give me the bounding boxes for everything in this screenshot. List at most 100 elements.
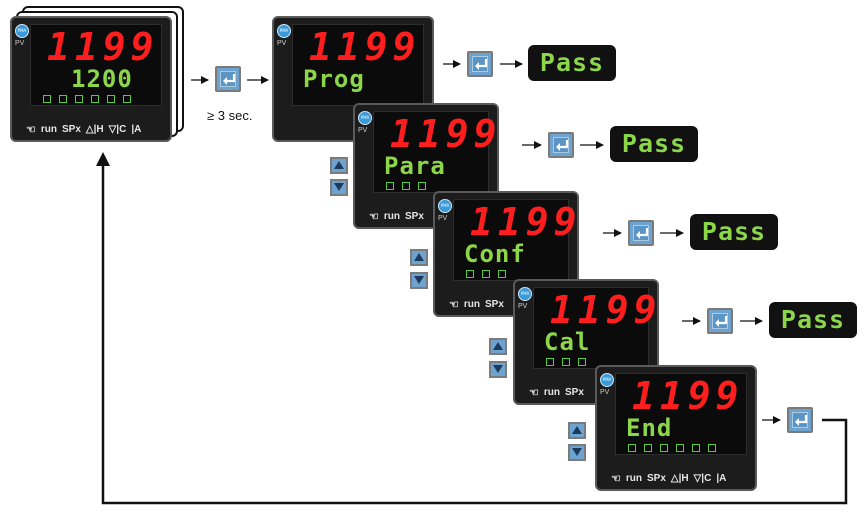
key-labels: ☜ run SPx [449,298,504,311]
key-label-a: |A [716,473,727,484]
menu-display: Prog [303,65,365,93]
display: 1199 1200 [30,24,162,106]
triangle-up-icon [572,426,582,434]
display: 1199 Para [373,111,502,193]
hand-icon: ☜ [611,473,621,485]
key-labels: ☜ run SPx △|H ▽|C |A [611,472,726,485]
enter-button[interactable] [215,66,241,92]
display: 1199 End [615,373,747,455]
up-arrow-button[interactable] [489,338,507,355]
up-arrow-button[interactable] [330,157,348,174]
hand-icon: ☜ [369,211,379,223]
pv-label: PV [600,389,610,396]
triangle-up-icon [334,161,344,169]
key-labels: ☜ run SPx △|H ▽|C |A [26,123,141,136]
led [75,95,83,103]
key-label-h: △|H [85,124,104,135]
brand-logo-icon: PMA [438,199,452,213]
triangle-down-icon [414,276,424,284]
status-leds [546,358,586,366]
key-label-run: run [40,124,57,135]
controller-cal: PMA PV 1199 Cal ☜ run SPx [513,279,659,405]
down-arrow-button[interactable] [330,179,348,196]
key-label-h: △|H [670,473,689,484]
status-leds [466,270,506,278]
pass-badge: Pass [610,126,698,162]
up-arrow-button[interactable] [568,422,586,439]
led [660,444,668,452]
process-value-display: 1199 [550,288,662,332]
process-value-display: 1199 [390,112,502,156]
key-label-run: run [383,211,400,222]
key-labels: ☜ run SPx [529,386,584,399]
process-value-display: 1199 [47,25,159,69]
key-label-spx: SPx [646,473,666,484]
led [692,444,700,452]
setpoint-display: 1200 [71,65,133,93]
enter-icon [715,316,728,327]
menu-display: Conf [464,240,526,268]
enter-icon [795,415,808,426]
led [482,270,490,278]
led [107,95,115,103]
process-value-display: 1199 [470,200,582,244]
enter-icon [556,140,569,151]
triangle-down-icon [572,448,582,456]
menu-display: End [626,414,673,442]
hold-duration-note: ≥ 3 sec. [207,108,253,123]
enter-button[interactable] [787,407,813,433]
triangle-down-icon [493,365,503,373]
hand-icon: ☜ [26,124,36,136]
pv-label: PV [277,40,287,47]
triangle-down-icon [334,183,344,191]
hand-icon: ☜ [449,299,459,311]
key-label-c: ▽|C [108,124,127,135]
display: 1199 Conf [453,199,582,281]
return-loop-line [101,160,848,505]
process-value-display: 1199 [309,25,421,69]
controller-end: PMA PV 1199 End ☜ run SPx △|H ▽|C |A [595,365,757,491]
key-label-run: run [463,299,480,310]
led [498,270,506,278]
return-loop-arrowhead [96,152,110,166]
led [59,95,67,103]
down-arrow-button[interactable] [489,361,507,378]
key-labels: ☜ run SPx [369,210,424,223]
key-label-spx: SPx [564,387,584,398]
led [123,95,131,103]
led [578,358,586,366]
display: 1199 Cal [533,287,662,369]
key-label-spx: SPx [61,124,81,135]
key-label-run: run [625,473,642,484]
up-arrow-button[interactable] [410,249,428,266]
brand-logo-icon: PMA [600,373,614,387]
enter-icon [475,59,488,70]
down-arrow-button[interactable] [410,272,428,289]
pv-label: PV [438,215,448,222]
enter-icon [636,228,649,239]
triangle-up-icon [414,253,424,261]
key-label-run: run [543,387,560,398]
led [402,182,410,190]
led [418,182,426,190]
brand-logo-icon: PMA [518,287,532,301]
led [676,444,684,452]
controller-main: PMA PV 1199 1200 ☜ run SPx △|H ▽|C |A [10,16,172,142]
down-arrow-button[interactable] [568,444,586,461]
pv-label: PV [518,303,528,310]
enter-button[interactable] [628,220,654,246]
enter-button[interactable] [548,132,574,158]
enter-button[interactable] [707,308,733,334]
led [628,444,636,452]
led [43,95,51,103]
status-leds [386,182,426,190]
brand-logo-icon: PMA [15,24,29,38]
key-label-spx: SPx [404,211,424,222]
key-label-a: |A [131,124,142,135]
hand-icon: ☜ [529,387,539,399]
led [708,444,716,452]
enter-button[interactable] [467,51,493,77]
pv-label: PV [15,40,25,47]
key-label-spx: SPx [484,299,504,310]
